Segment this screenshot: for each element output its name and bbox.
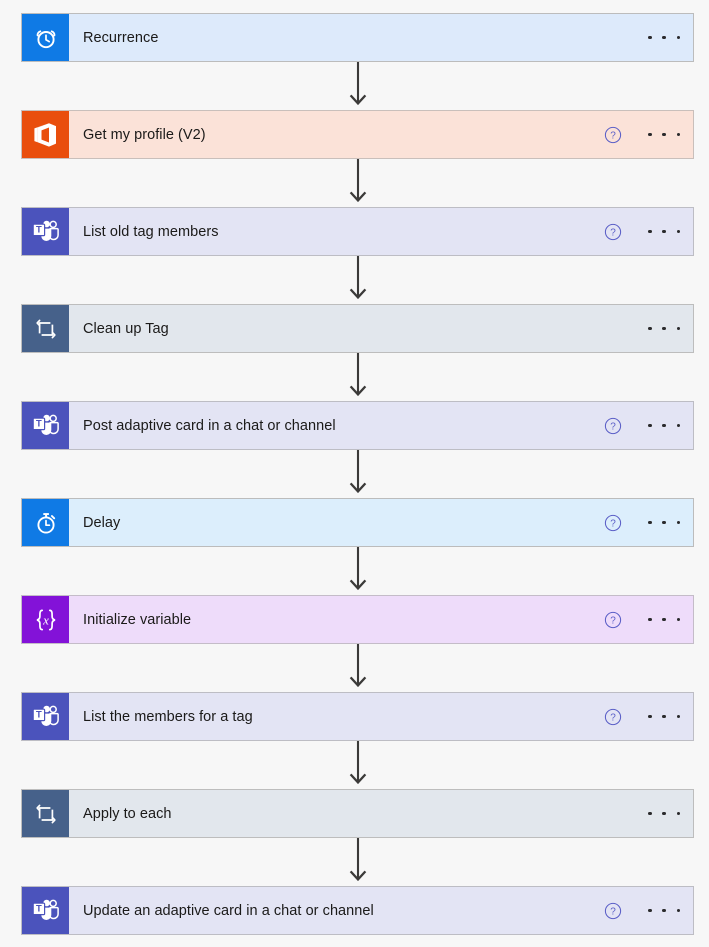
help-icon[interactable]: ?	[604, 708, 648, 726]
apply-to-each-loop-icon	[22, 790, 69, 837]
flow-step-card[interactable]: T Post adaptive card in a chat or channe…	[21, 401, 694, 450]
stopwatch-icon	[22, 499, 69, 546]
more-commands-icon[interactable]	[648, 30, 680, 46]
help-icon[interactable]: ?	[604, 417, 648, 435]
help-icon-placeholder	[604, 320, 622, 338]
svg-text:?: ?	[610, 518, 616, 529]
flow-step-card[interactable]: Delay ?	[21, 498, 694, 547]
microsoft-teams-icon: T	[22, 887, 69, 934]
flow-step-actions: ?	[604, 693, 693, 740]
svg-text:T: T	[36, 902, 42, 913]
flow-node: x Initialize variable ?	[21, 595, 694, 644]
flow-step-card[interactable]: T Update an adaptive card in a chat or c…	[21, 886, 694, 935]
flow-node: Recurrence	[21, 13, 694, 62]
flow-step-title: List old tag members	[83, 223, 219, 240]
flow-step-title: List the members for a tag	[83, 708, 253, 725]
svg-text:?: ?	[610, 227, 616, 238]
office-365-icon	[22, 111, 69, 158]
alarm-clock-icon	[22, 14, 69, 61]
flow-node: Apply to each	[21, 789, 694, 838]
svg-text:?: ?	[610, 421, 616, 432]
flow-step-title: Get my profile (V2)	[83, 126, 206, 143]
flow-node: T List old tag members ?	[21, 207, 694, 256]
more-commands-icon[interactable]	[648, 612, 680, 628]
flow-node: T List the members for a tag ?	[21, 692, 694, 741]
help-icon[interactable]: ?	[604, 902, 648, 920]
svg-text:?: ?	[610, 130, 616, 141]
flow-step-title: Update an adaptive card in a chat or cha…	[83, 902, 374, 919]
flow-step-card[interactable]: Recurrence	[21, 13, 694, 62]
svg-text:?: ?	[610, 712, 616, 723]
flow-step-actions: ?	[604, 111, 693, 158]
svg-text:?: ?	[610, 906, 616, 917]
variable-braces-icon: x	[22, 596, 69, 643]
more-commands-icon[interactable]	[648, 321, 680, 337]
more-commands-icon[interactable]	[648, 709, 680, 725]
flow-step-actions	[604, 14, 693, 61]
flow-node: Delay ?	[21, 498, 694, 547]
more-commands-icon[interactable]	[648, 515, 680, 531]
flow-step-actions: ?	[604, 596, 693, 643]
flow-node: Clean up Tag	[21, 304, 694, 353]
microsoft-teams-icon: T	[22, 693, 69, 740]
more-commands-icon[interactable]	[648, 903, 680, 919]
help-icon[interactable]: ?	[604, 223, 648, 241]
flow-connector-arrow	[340, 547, 376, 595]
flow-step-actions: ?	[604, 887, 693, 934]
more-commands-icon[interactable]	[648, 806, 680, 822]
flow-step-card[interactable]: x Initialize variable ?	[21, 595, 694, 644]
flow-connector-arrow	[340, 741, 376, 789]
svg-text:x: x	[42, 612, 49, 627]
svg-text:T: T	[36, 417, 42, 428]
flow-step-card[interactable]: T List the members for a tag ?	[21, 692, 694, 741]
help-icon[interactable]: ?	[604, 514, 648, 532]
flow-step-actions: ?	[604, 208, 693, 255]
flow-step-title: Recurrence	[83, 29, 159, 46]
microsoft-teams-icon: T	[22, 402, 69, 449]
flow-node: T Post adaptive card in a chat or channe…	[21, 401, 694, 450]
apply-to-each-loop-icon	[22, 305, 69, 352]
flow-connector-arrow	[340, 159, 376, 207]
flow-step-title: Post adaptive card in a chat or channel	[83, 417, 336, 434]
flow-step-actions: ?	[604, 499, 693, 546]
flow-node: Get my profile (V2) ?	[21, 110, 694, 159]
more-commands-icon[interactable]	[648, 418, 680, 434]
flow-step-actions: ?	[604, 402, 693, 449]
flow-step-card[interactable]: Get my profile (V2) ?	[21, 110, 694, 159]
microsoft-teams-icon: T	[22, 208, 69, 255]
flow-connector-arrow	[340, 256, 376, 304]
flow-step-title: Apply to each	[83, 805, 172, 822]
flow-connector-arrow	[340, 644, 376, 692]
flow-step-card[interactable]: Clean up Tag	[21, 304, 694, 353]
flow-step-actions	[604, 305, 693, 352]
flow-step-title: Initialize variable	[83, 611, 192, 628]
flow-step-card[interactable]: Apply to each	[21, 789, 694, 838]
flow-step-title: Delay	[83, 514, 121, 531]
help-icon[interactable]: ?	[604, 126, 648, 144]
flow-step-title: Clean up Tag	[83, 320, 169, 337]
flow-step-card[interactable]: T List old tag members ?	[21, 207, 694, 256]
svg-text:T: T	[36, 708, 42, 719]
flow-connector-arrow	[340, 353, 376, 401]
help-icon-placeholder	[604, 805, 622, 823]
more-commands-icon[interactable]	[648, 224, 680, 240]
more-commands-icon[interactable]	[648, 127, 680, 143]
svg-text:T: T	[36, 223, 42, 234]
flow-connector-arrow	[340, 838, 376, 886]
flow-connector-arrow	[340, 62, 376, 110]
flow-connector-arrow	[340, 450, 376, 498]
svg-text:?: ?	[610, 615, 616, 626]
flow-node: T Update an adaptive card in a chat or c…	[21, 886, 694, 935]
help-icon[interactable]: ?	[604, 611, 648, 629]
flow-step-actions	[604, 790, 693, 837]
help-icon-placeholder	[604, 29, 622, 47]
